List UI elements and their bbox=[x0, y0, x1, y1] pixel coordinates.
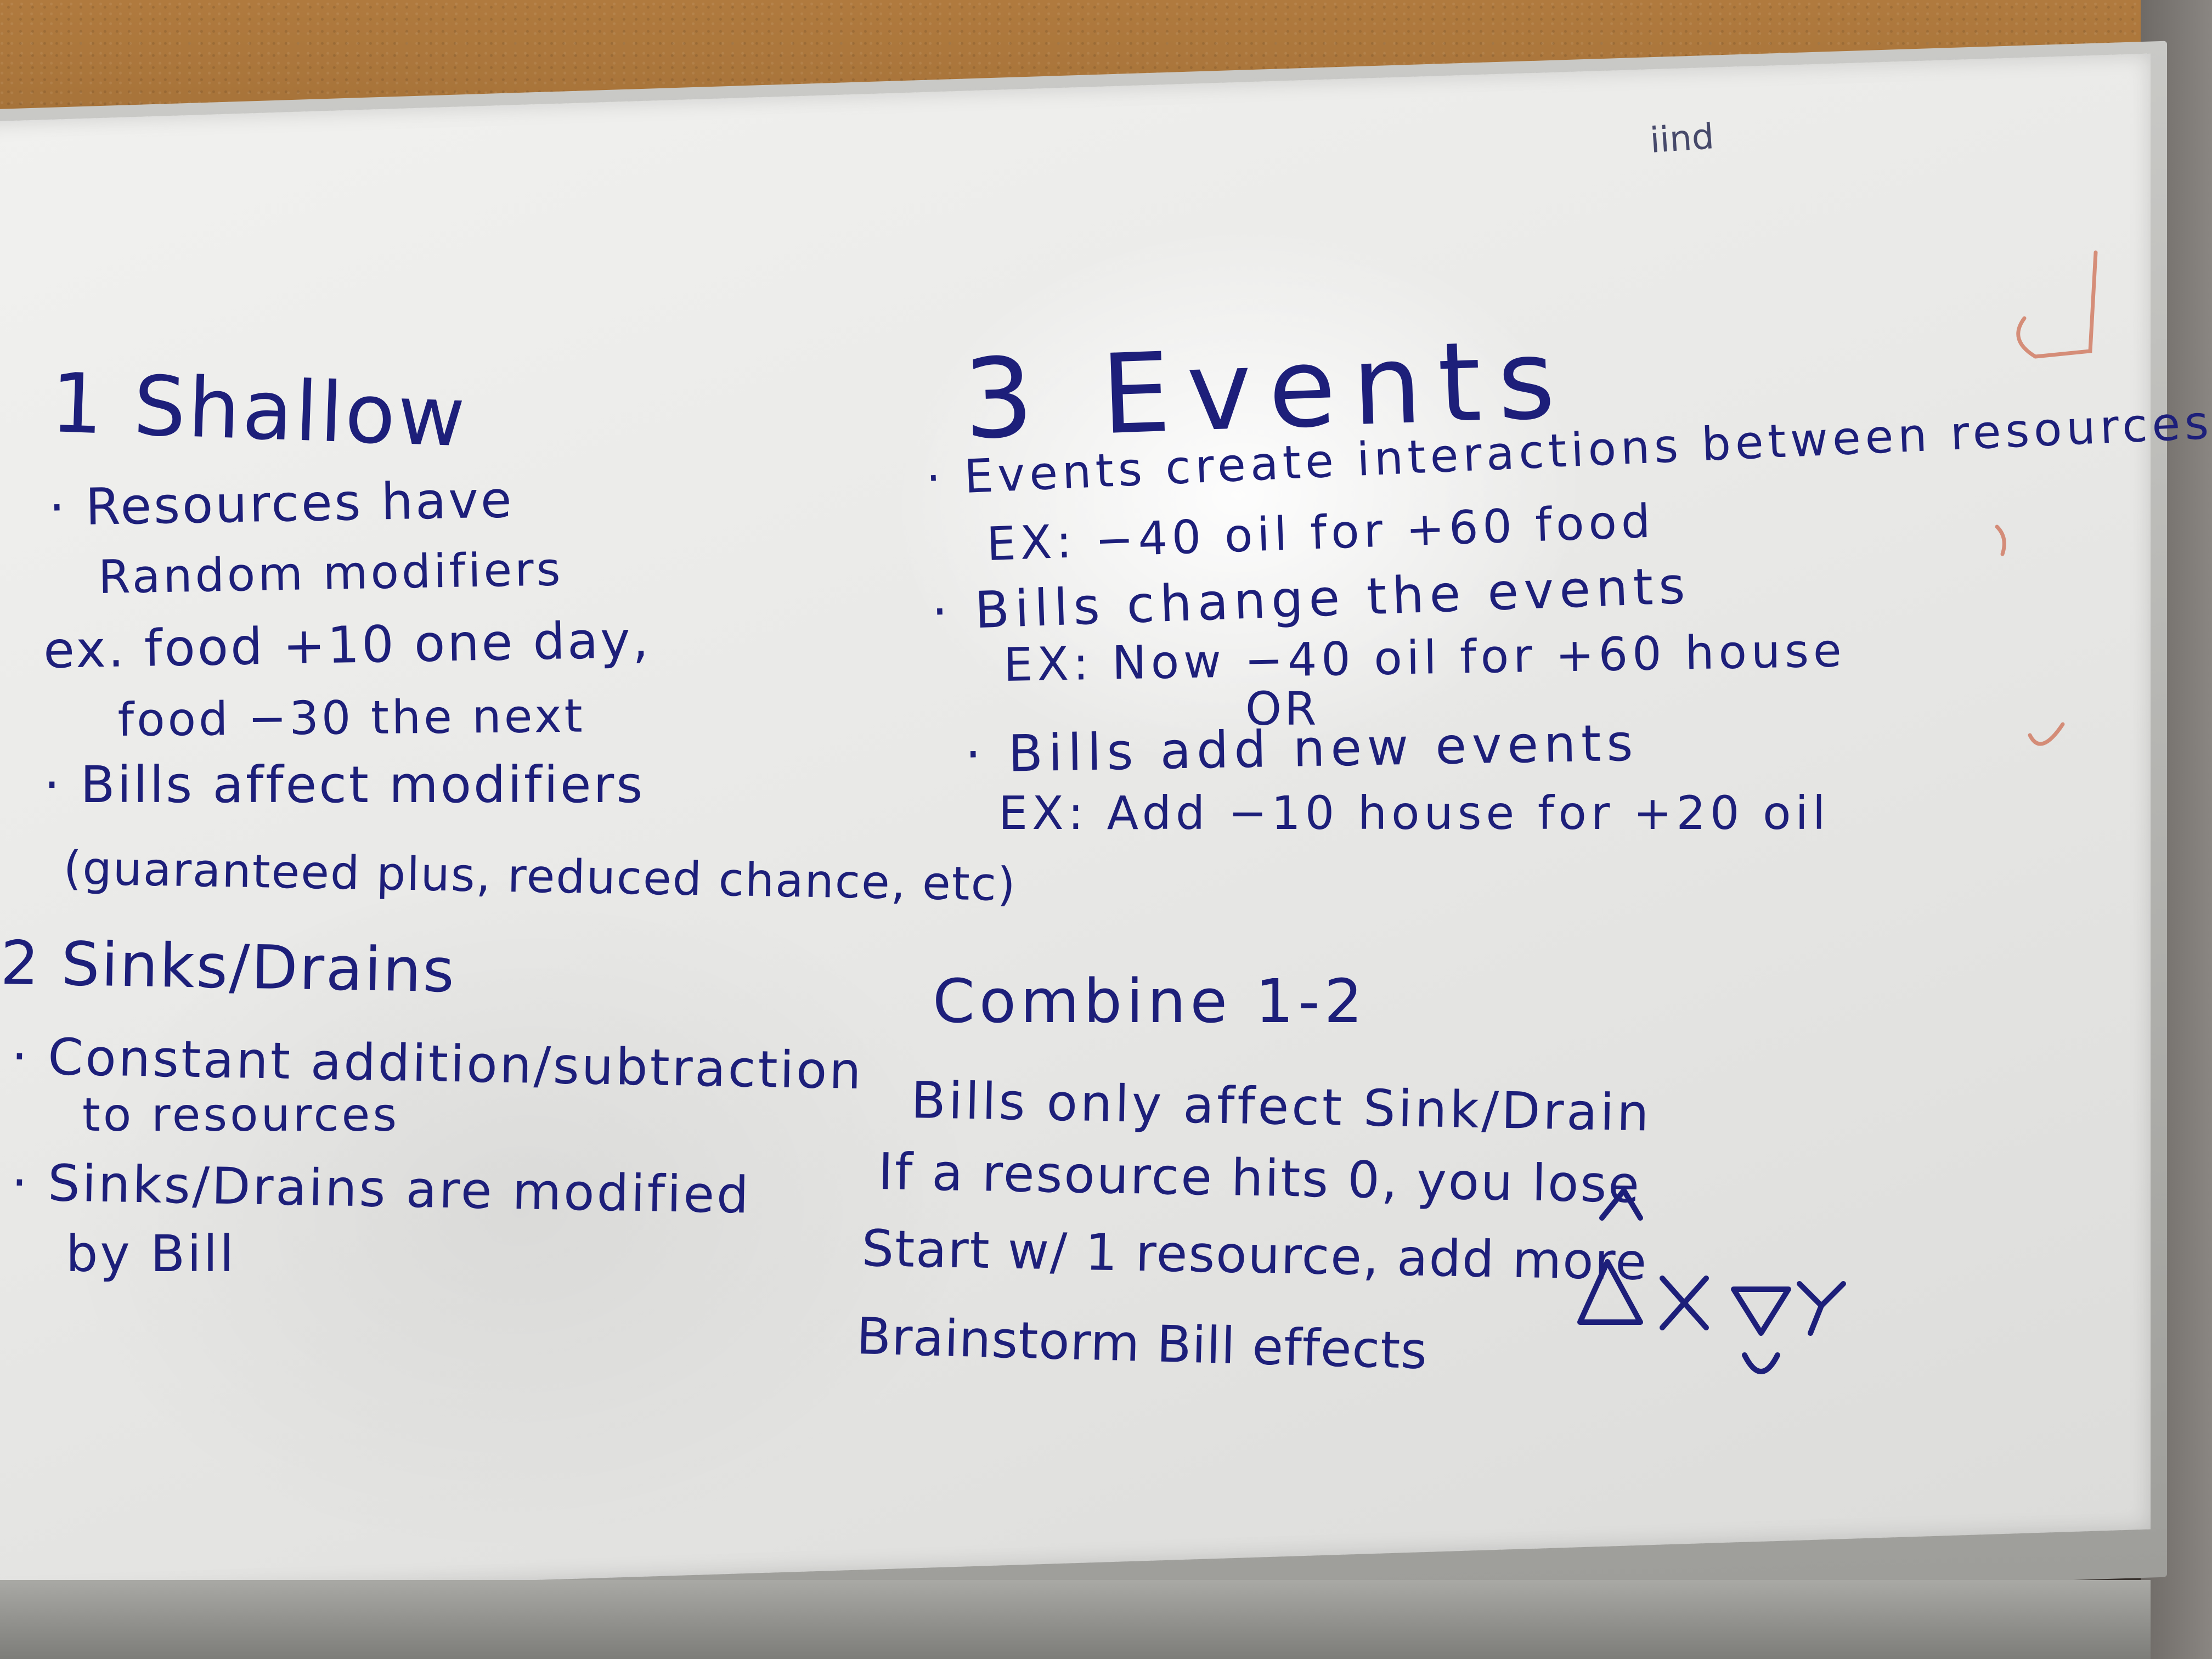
section2-line4: by Bill bbox=[66, 1224, 236, 1283]
symbol-sketch bbox=[1577, 1188, 1846, 1374]
section3-line6: · Bills add new events bbox=[964, 713, 1639, 784]
corner-scribble: iind bbox=[1649, 116, 1716, 161]
section1-line2: Random modifiers bbox=[98, 542, 564, 604]
triangle-down-icon bbox=[1731, 1286, 1791, 1336]
triangle-up-icon bbox=[1599, 1188, 1643, 1221]
section3-line7: EX: Add −10 house for +20 oil bbox=[998, 786, 1830, 840]
section2-line2: to resources bbox=[82, 1088, 400, 1142]
combine-line1: Bills only affect Sink/Drain bbox=[910, 1071, 1652, 1143]
combine-line4: Brainstorm Bill effects bbox=[855, 1307, 1429, 1381]
cup-icon bbox=[1742, 1352, 1780, 1374]
marker-tray bbox=[0, 1580, 2151, 1659]
section1-line5: · Bills affect modifiers bbox=[44, 755, 645, 814]
section3-or: OR bbox=[1245, 682, 1319, 736]
combine-line2: If a resource hits 0, you lose bbox=[877, 1142, 1641, 1215]
triangle-delta-icon bbox=[1577, 1259, 1643, 1325]
x-icon bbox=[1660, 1276, 1709, 1330]
combine-heading: Combine 1-2 bbox=[933, 966, 1367, 1036]
section2-line1: · Constant addition/subtraction bbox=[10, 1027, 864, 1101]
y-icon bbox=[1797, 1281, 1846, 1336]
section2-line3: · Sinks/Drains are modified bbox=[10, 1153, 752, 1225]
section2-heading: 2 Sinks/Drains bbox=[0, 928, 456, 1006]
section1-heading: 1 Shallow bbox=[49, 356, 469, 466]
red-marker-scribble bbox=[1995, 250, 2098, 746]
section1-line3: ex. food +10 one day, bbox=[43, 610, 651, 680]
section3-line4: EX: Now −40 oil for +60 house bbox=[1003, 623, 1847, 692]
combine-line3: Start w/ 1 resource, add more bbox=[861, 1219, 1648, 1291]
section1-line1: · Resources have bbox=[48, 470, 515, 537]
section1-line4: food −30 the next bbox=[117, 689, 586, 747]
